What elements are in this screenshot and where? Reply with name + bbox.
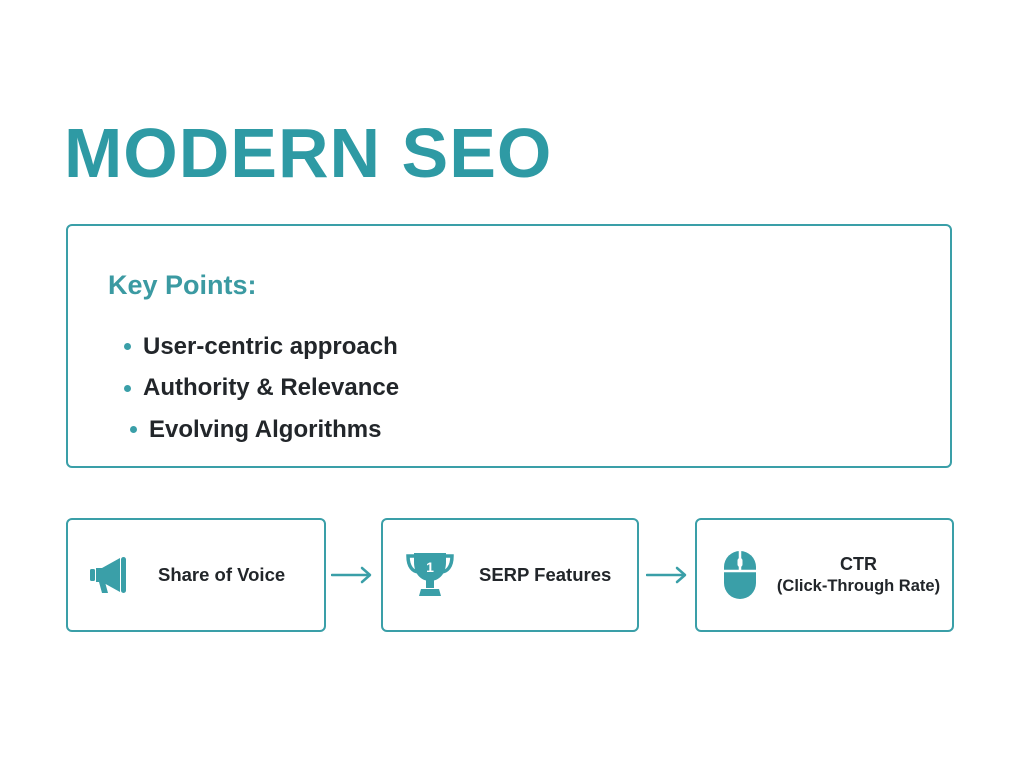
- list-item-label: Authority & Relevance: [143, 374, 400, 402]
- bullet-icon: [130, 426, 137, 434]
- arrow-right-icon: [646, 566, 687, 584]
- list-item: Evolving Algorithms: [124, 409, 399, 451]
- megaphone-icon: [90, 557, 126, 593]
- mouse-icon: [724, 551, 756, 599]
- flow-step-sublabel: (Click-Through Rate): [776, 576, 941, 595]
- list-item: User-centric approach: [124, 326, 399, 368]
- flow-step-text: CTR (Click-Through Rate): [765, 553, 952, 598]
- list-item: Authority & Relevance: [124, 368, 399, 410]
- list-item-label: User-centric approach: [143, 332, 398, 360]
- trophy-icon: 1: [406, 553, 454, 596]
- bullet-icon: [124, 343, 131, 351]
- bullet-icon: [124, 384, 131, 392]
- flow-step-label: SERP Features: [479, 564, 612, 585]
- arrow-right-icon: [331, 566, 372, 584]
- flow-step-serp-features: 1 SERP Features: [381, 518, 639, 632]
- list-item-label: Evolving Algorithms: [149, 415, 382, 443]
- flow-step-label: Share of Voice: [158, 564, 286, 585]
- trophy-rank-text: 1: [426, 559, 434, 575]
- flow-step-ctr: CTR (Click-Through Rate): [695, 518, 954, 632]
- page-title: MODERN SEO: [64, 114, 553, 192]
- flow-step-label: CTR: [840, 553, 877, 574]
- key-points-heading: Key Points:: [108, 270, 257, 300]
- key-points-list: User-centric approach Authority & Releva…: [124, 326, 399, 451]
- key-points-panel: Key Points: User-centric approach Author…: [66, 224, 952, 468]
- flow-step-share-of-voice: Share of Voice: [66, 518, 326, 632]
